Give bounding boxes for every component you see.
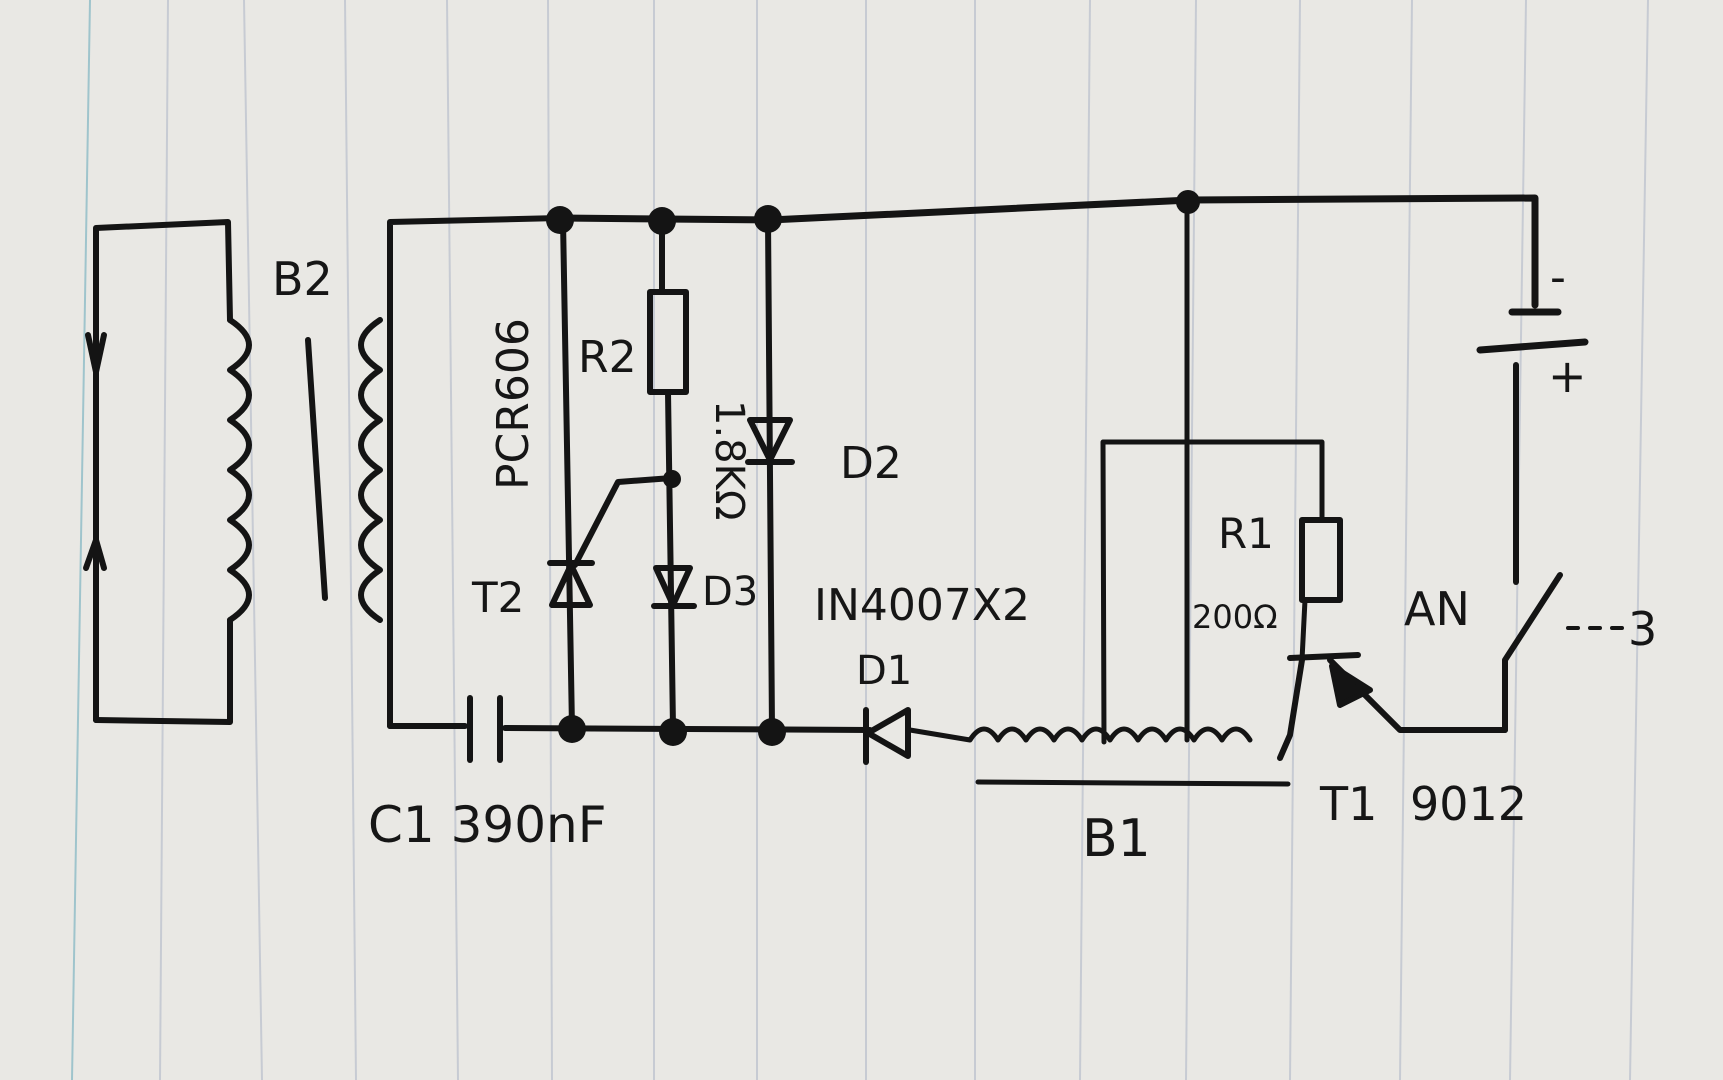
label-r2: R2 [578,332,637,383]
transformer-b1 [907,199,1325,787]
labels: B2 PCR606 R2 1.8KΩ D2 T2 D3 IN4007X2 D1 … [272,252,1657,869]
label-switch-ref: 3 [1628,602,1657,656]
label-diode-type: IN4007X2 [814,580,1030,631]
label-d3: D3 [702,569,758,615]
margin-rule [71,0,91,1080]
diode-d2-branch [745,217,795,733]
battery [1476,308,1589,354]
junction-dots-top [546,190,1200,235]
label-battery-plus: + [1548,349,1587,403]
arrow-down-icon [85,332,107,375]
resistor-r1 [1299,517,1343,603]
transistor-t1 [1277,652,1508,761]
capacitor-c1 [467,695,503,763]
label-d2: D2 [840,438,902,489]
label-t2: T2 [471,573,524,622]
label-battery-minus: - [1550,252,1566,303]
scr-t2 [547,217,675,731]
transformer-core [305,337,328,601]
label-t1-type: 9012 [1410,777,1527,831]
label-r1-value: 200Ω [1192,598,1278,636]
label-b2: B2 [272,252,333,306]
label-r-value: 1.8KΩ [706,400,752,520]
switch-an [1502,362,1624,733]
arrow-up-icon [83,537,107,571]
transformer-b2-primary [83,219,252,725]
label-c1: C1 390nF [368,796,607,854]
label-t1: T1 [1319,777,1377,831]
label-switch: AN [1404,582,1470,636]
diode-d1 [863,707,911,765]
label-scr: PCR606 [488,318,539,490]
label-r1: R1 [1218,509,1274,558]
label-b1: B1 [1082,809,1151,869]
resistor-r2-branch [647,217,697,731]
label-d1: D1 [856,648,912,694]
